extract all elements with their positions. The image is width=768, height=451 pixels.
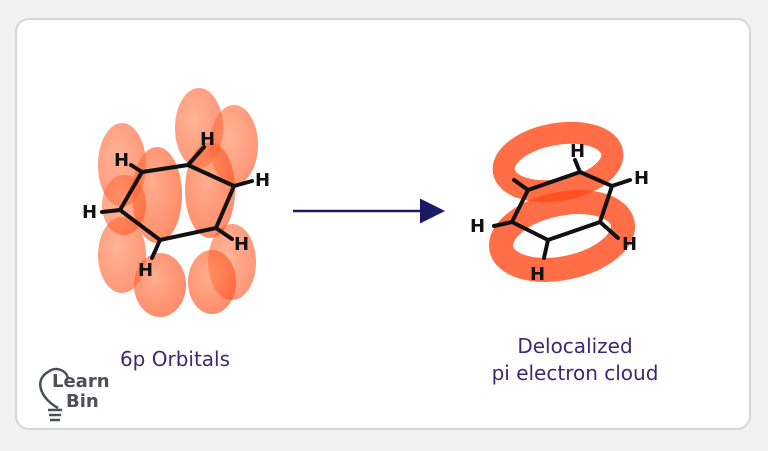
left-benzene-ring <box>100 145 254 260</box>
hydrogen-label: H <box>200 129 215 150</box>
left-caption: 6p Orbitals <box>119 347 231 371</box>
logo-text-line2: Bin <box>66 391 99 412</box>
orbital-lobe <box>134 253 186 317</box>
hydrogen-label: H <box>530 264 545 285</box>
hydrogen-label: H <box>634 168 649 189</box>
hydrogen-label: H <box>138 260 153 281</box>
hydrogen-label: H <box>234 234 249 255</box>
logo-text-line1: Learn <box>52 371 110 392</box>
orbital-lobe <box>185 142 235 238</box>
right-caption-line1: Delocalized <box>517 334 633 358</box>
hydrogen-label: H <box>114 150 129 171</box>
orbital-lobe <box>98 217 146 293</box>
orbital-lobe <box>188 250 236 314</box>
hydrogen-label: H <box>470 216 485 237</box>
right-hydrogen-labels: H H H H H <box>470 141 649 285</box>
hydrogen-label: H <box>570 141 585 162</box>
bulb-icon <box>39 367 70 422</box>
right-benzene-ring <box>492 158 632 260</box>
pi-cloud-group <box>488 121 636 282</box>
left-hydrogen-labels: H H H H H H <box>82 129 270 281</box>
pi-cloud-bottom <box>488 190 636 282</box>
hydrogen-label: H <box>255 170 270 191</box>
hydrogen-label: H <box>622 234 637 255</box>
pi-cloud-top <box>492 121 624 203</box>
hydrogen-label: H <box>82 202 97 223</box>
right-caption: Delocalized pi electron cloud <box>460 333 690 387</box>
right-caption-line2: pi electron cloud <box>491 361 659 385</box>
p-orbitals-group <box>98 88 258 317</box>
